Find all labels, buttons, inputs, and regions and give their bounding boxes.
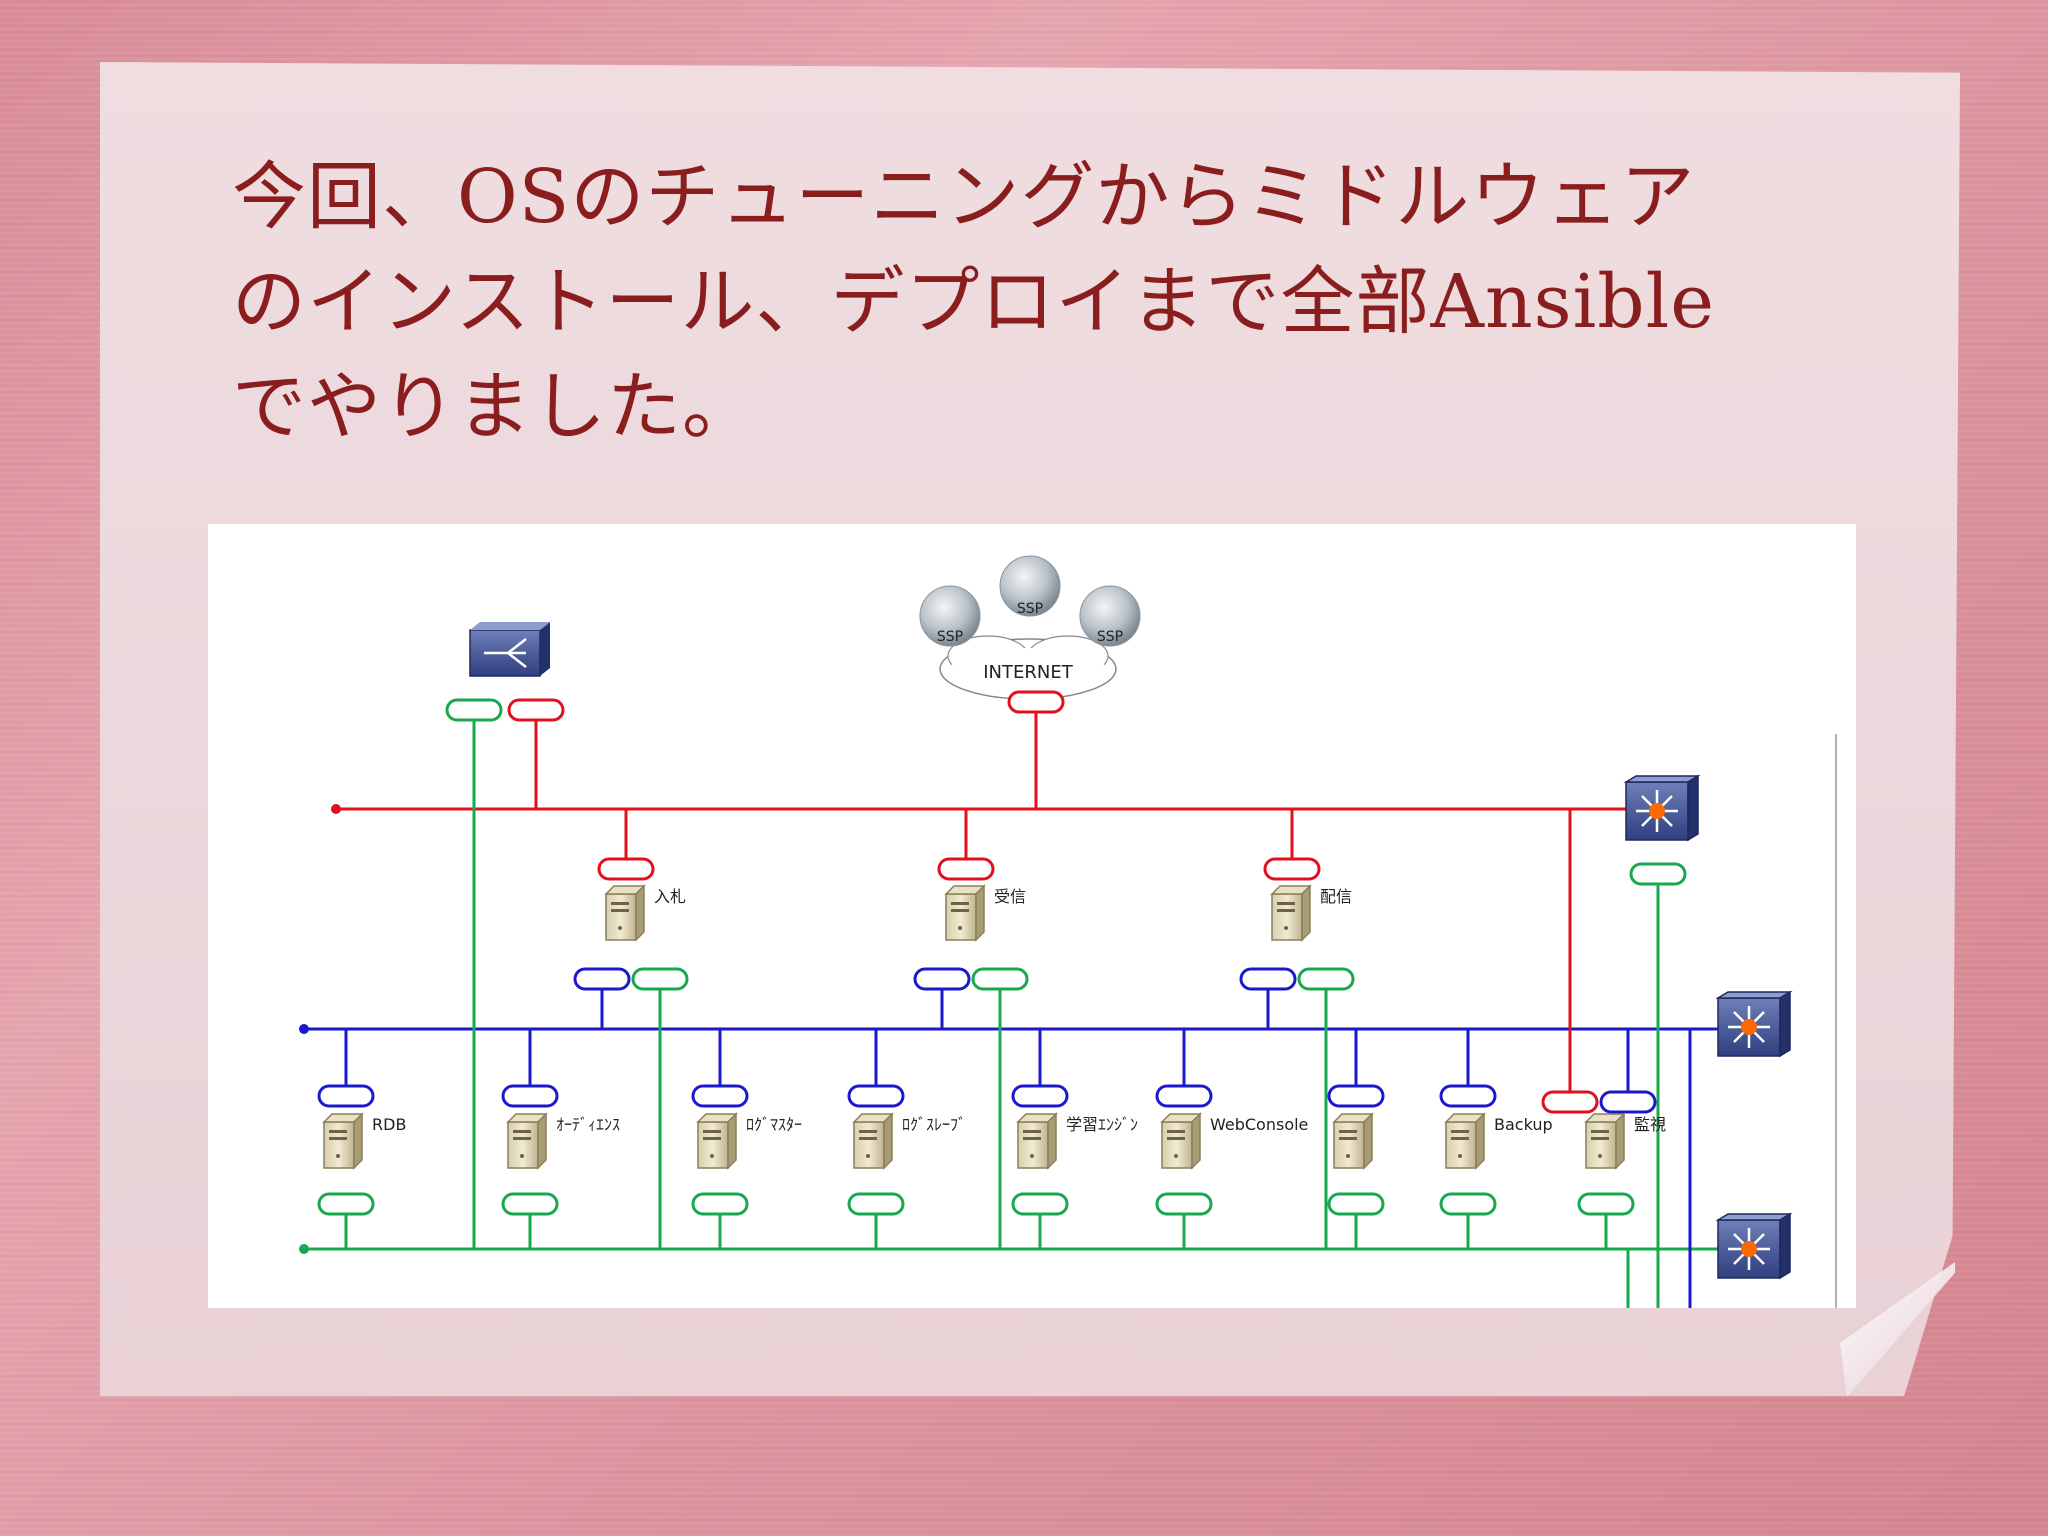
- server-label: ﾛｸﾞｽﾚｰﾌﾞ: [902, 1115, 966, 1134]
- middle-server: 受信: [945, 885, 1026, 941]
- server-label: WebConsole: [1210, 1115, 1308, 1134]
- l3-switch-green: [1716, 1212, 1792, 1280]
- title-line-3: でやりました。: [232, 364, 757, 450]
- ssp-globe-right: SSP: [1079, 585, 1141, 647]
- bottom-server: ｵｰﾃﾞｨｴﾝｽ: [507, 1113, 620, 1169]
- mid-green-nic: [631, 967, 689, 991]
- bottom-blue-nic: [501, 1084, 559, 1108]
- server-label: ｵｰﾃﾞｨｴﾝｽ: [556, 1115, 620, 1134]
- mid-blue-nic: [573, 967, 631, 991]
- internet-cloud: INTERNET: [939, 635, 1117, 700]
- l3-switch-red: [1624, 774, 1700, 842]
- lb-green-nic: [445, 698, 503, 722]
- bottom-server: ﾛｸﾞﾏｽﾀｰ: [697, 1113, 802, 1169]
- middle-server: 入札: [605, 885, 686, 941]
- svg-text:SSP: SSP: [1017, 601, 1043, 617]
- bottom-blue-nic: [1327, 1084, 1385, 1108]
- internet-label: INTERNET: [983, 662, 1073, 683]
- monitor-green-nic: [1577, 1192, 1635, 1216]
- switch-green-nic: [1629, 862, 1687, 886]
- bottom-blue-nic: [1011, 1084, 1069, 1108]
- mid-green-nic: [1297, 967, 1355, 991]
- blue-bus-end: [299, 1024, 309, 1034]
- bottom-server: 学習ｴﾝｼﾞﾝ: [1017, 1113, 1138, 1169]
- bottom-green-nic: [1439, 1192, 1497, 1216]
- bottom-server: [1333, 1113, 1373, 1169]
- mid-blue-nic: [1239, 967, 1297, 991]
- ssp-globe-center: SSP: [999, 555, 1061, 617]
- server-label: ﾛｸﾞﾏｽﾀｰ: [746, 1115, 802, 1134]
- ssp-globe-left: SSP: [919, 585, 981, 647]
- monitor-blue-nic: [1599, 1090, 1657, 1114]
- middle-server: 配信: [1271, 885, 1352, 941]
- bottom-green-nic: [1011, 1192, 1069, 1216]
- bottom-green-nic: [1155, 1192, 1213, 1216]
- title-line-1: 今回、OSのチューニングからミドルウェア: [232, 154, 1696, 240]
- network-interfaces: [317, 690, 1687, 1216]
- red-bus-end: [331, 804, 341, 814]
- bottom-green-nic: [1327, 1192, 1385, 1216]
- mid-blue-nic: [913, 967, 971, 991]
- monitor-red-nic: [1541, 1090, 1599, 1114]
- bottom-blue-nic: [1439, 1084, 1497, 1108]
- mid-red-nic: [597, 857, 655, 881]
- network-lines: [299, 702, 1718, 1308]
- svg-text:SSP: SSP: [937, 629, 963, 645]
- lb-red-nic: [507, 698, 565, 722]
- svg-text:SSP: SSP: [1097, 629, 1123, 645]
- bottom-green-nic: [691, 1192, 749, 1216]
- server-label: 配信: [1320, 887, 1352, 906]
- title-line-2: のインストール、デプロイまで全部Ansible: [232, 259, 1716, 345]
- bottom-green-nic: [847, 1192, 905, 1216]
- network-diagram: INTERNET SSP SSP SSP: [208, 524, 1856, 1308]
- server-label: 受信: [994, 887, 1026, 906]
- server-label: Backup: [1494, 1115, 1553, 1134]
- mid-green-nic: [971, 967, 1029, 991]
- load-balancer-icon: [469, 622, 550, 677]
- server-label: RDB: [372, 1115, 406, 1134]
- server-label: 入札: [654, 887, 686, 906]
- bottom-server: RDB: [323, 1113, 406, 1169]
- internet-nic: [1007, 690, 1065, 714]
- bottom-server: ﾛｸﾞｽﾚｰﾌﾞ: [853, 1113, 966, 1169]
- green-bus-end: [299, 1244, 309, 1254]
- bottom-server: Backup: [1445, 1113, 1553, 1169]
- monitor-server: 監視: [1585, 1113, 1666, 1169]
- mid-red-nic: [937, 857, 995, 881]
- bottom-green-nic: [317, 1192, 375, 1216]
- bottom-blue-nic: [847, 1084, 905, 1108]
- bottom-blue-nic: [317, 1084, 375, 1108]
- bottom-server: WebConsole: [1161, 1113, 1308, 1169]
- bottom-blue-nic: [691, 1084, 749, 1108]
- slide-title: 今回、OSのチューニングからミドルウェア のインストール、デプロイまで全部Ans…: [232, 145, 1792, 460]
- bottom-green-nic: [501, 1192, 559, 1216]
- server-label: 監視: [1634, 1115, 1666, 1134]
- bottom-blue-nic: [1155, 1084, 1213, 1108]
- mid-red-nic: [1263, 857, 1321, 881]
- l3-switch-blue: [1716, 990, 1792, 1058]
- server-label: 学習ｴﾝｼﾞﾝ: [1066, 1115, 1138, 1134]
- servers: 入札 受信 配信 RDB ｵｰﾃﾞｨｴﾝｽ ﾛｸﾞﾏｽﾀｰ ﾛｸﾞｽﾚｰﾌﾞ 学習ｴﾝｼﾞﾝ W…: [323, 885, 1666, 1169]
